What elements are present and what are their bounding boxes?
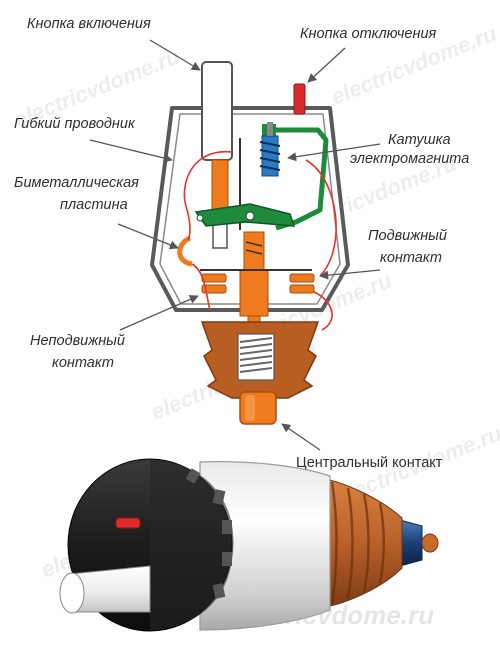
arrow-icon: [287, 143, 381, 162]
flex-wire: [183, 151, 337, 399]
moving-contact-bar: [239, 269, 269, 317]
base-contact: [200, 321, 320, 425]
fixed-contacts: [201, 273, 315, 294]
tip-blue: [399, 519, 423, 567]
spring-icon: [239, 337, 273, 373]
label-coil-2: электромагнита: [350, 151, 469, 167]
arrow-icon: [119, 295, 199, 331]
label-bimetal-2: пластина: [60, 197, 128, 213]
fuse-schematic: [150, 61, 350, 425]
label-off-button: Кнопка отключения: [300, 26, 437, 42]
on-button: [201, 61, 233, 161]
arrow-icon: [149, 39, 201, 71]
label-center-contact: Центральный контакт: [296, 455, 443, 471]
on-button-shaft-end: [212, 221, 228, 249]
labels: Кнопка включения Кнопка отключения Гибки…: [14, 16, 469, 471]
label-flex-wire: Гибкий проводник: [14, 116, 136, 132]
ceramic-body: [199, 461, 331, 631]
label-fixed-2: контакт: [52, 355, 114, 371]
device-render: [59, 458, 439, 632]
arrow-icon: [89, 139, 173, 163]
arrow-icon: [307, 47, 346, 83]
label-moving-1: Подвижный: [368, 228, 447, 244]
arrow-icon: [117, 223, 179, 250]
label-fixed-1: Неподвижный: [30, 333, 125, 349]
on-button-shaft: [211, 159, 229, 213]
label-moving-2: контакт: [380, 250, 442, 266]
arrow-icon: [319, 269, 381, 280]
coil-icon: [259, 122, 281, 177]
tip-brass: [421, 533, 439, 553]
label-coil-1: Катушка: [388, 132, 451, 148]
label-bimetal-1: Биметаллическая: [14, 175, 139, 191]
cap-ridges: [185, 468, 232, 599]
bimetal-strip: [177, 235, 193, 267]
red-indicator: [115, 517, 141, 529]
label-on-button: Кнопка включения: [27, 16, 151, 32]
arrow-icon: [281, 423, 321, 451]
off-button: [293, 83, 306, 115]
spring-top: [245, 241, 263, 255]
